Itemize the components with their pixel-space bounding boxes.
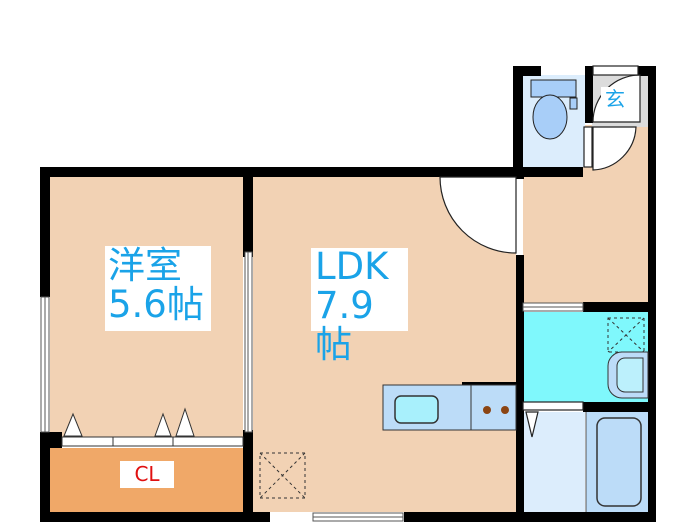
bathtub <box>585 412 642 512</box>
western-room-label: 洋室 5.6帖 <box>105 246 211 331</box>
toilet-fixture <box>530 79 578 140</box>
windows <box>40 251 584 522</box>
kitchen-counter <box>382 384 517 431</box>
western-room-name: 洋室 <box>108 244 182 287</box>
closet-doors <box>61 407 244 447</box>
walls <box>40 66 656 522</box>
ldk-name: LDK <box>315 245 389 288</box>
ldk-size: 7.9帖 <box>315 283 374 366</box>
closet-label: CL <box>120 461 174 488</box>
ldk-label: LDK 7.9帖 <box>311 245 408 364</box>
refrigerator-space <box>259 452 306 499</box>
washbasin <box>607 351 649 399</box>
entrance-label: 玄 <box>601 87 629 112</box>
western-room-size: 5.6帖 <box>108 282 204 326</box>
washing-machine-space <box>607 317 645 353</box>
